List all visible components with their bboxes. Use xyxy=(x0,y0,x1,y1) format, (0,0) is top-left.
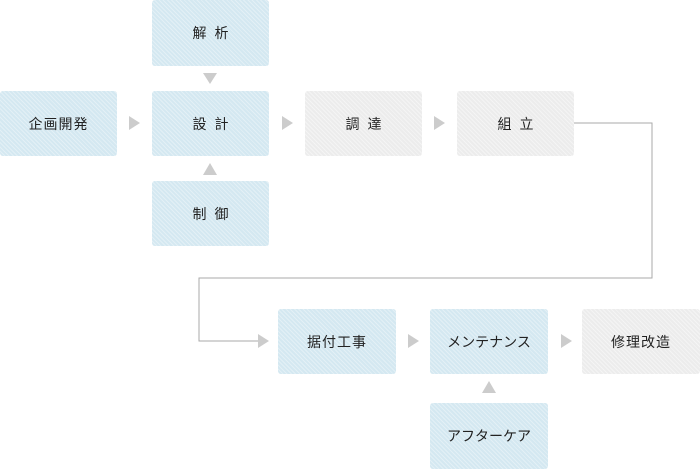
node-kaiseki: 解析 xyxy=(152,0,269,66)
node-shuri: 修理改造 xyxy=(582,309,700,374)
node-kumitate: 組立 xyxy=(457,91,574,156)
arrow-down-icon xyxy=(203,73,217,84)
arrow-up-icon xyxy=(482,381,496,393)
node-chotatsu: 調達 xyxy=(305,91,422,156)
node-kikaku: 企画開発 xyxy=(0,91,117,156)
node-sekkei: 設計 xyxy=(152,91,269,156)
node-seigyo: 制御 xyxy=(152,181,269,246)
arrow-right-icon xyxy=(258,334,269,348)
arrow-right-icon xyxy=(561,334,572,348)
node-suetsuke: 据付工事 xyxy=(278,309,396,374)
arrow-right-icon xyxy=(408,334,419,348)
node-aftercare: アフターケア xyxy=(430,403,548,469)
arrow-right-icon xyxy=(434,116,445,130)
arrow-right-icon xyxy=(282,116,293,130)
return-connector-line xyxy=(198,122,653,342)
arrow-up-icon xyxy=(203,163,217,175)
arrow-right-icon xyxy=(129,116,140,130)
node-maintenance: メンテナンス xyxy=(430,309,548,374)
